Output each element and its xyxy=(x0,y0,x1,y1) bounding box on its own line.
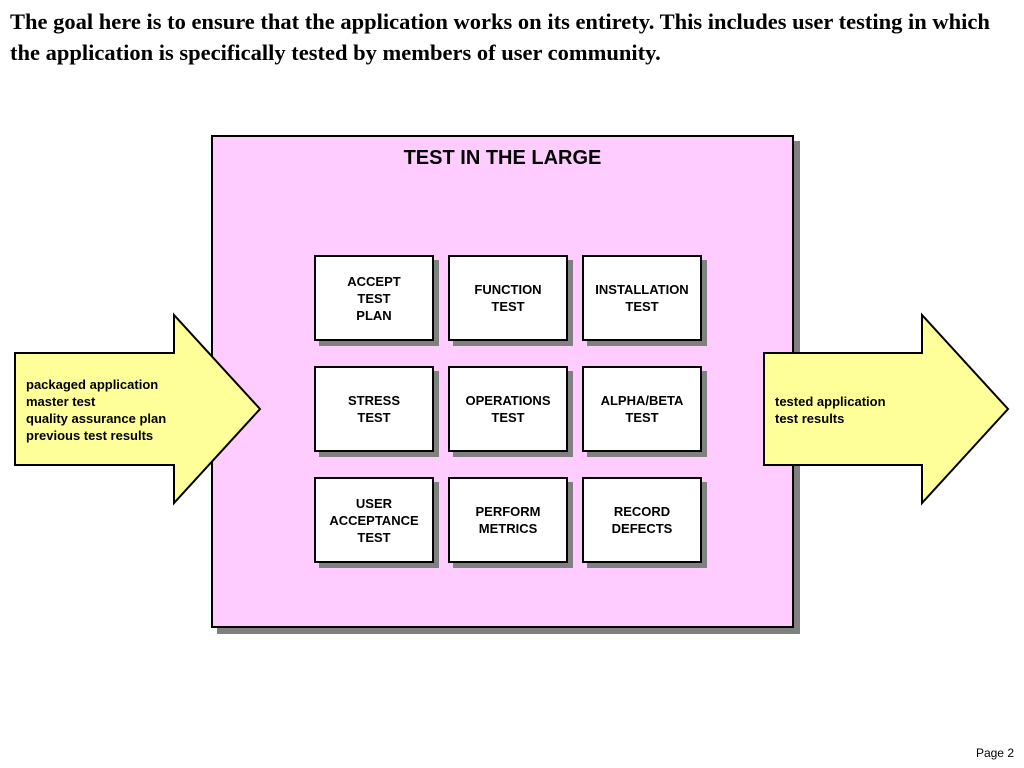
page-number: Page 2 xyxy=(975,746,1014,760)
cell-perform-metrics: PERFORM METRICS xyxy=(448,477,568,563)
cell-record-defects: RECORD DEFECTS xyxy=(582,477,702,563)
cell-operations-test: OPERATIONS TEST xyxy=(448,366,568,452)
cell-accept-test-plan: ACCEPT TEST PLAN xyxy=(314,255,434,341)
cell-installation-test: INSTALLATION TEST xyxy=(582,255,702,341)
input-arrow-text: packaged application master test quality… xyxy=(26,377,167,443)
cell-function-test: FUNCTION TEST xyxy=(448,255,568,341)
cell-stress-test: STRESS TEST xyxy=(314,366,434,452)
output-arrow-text: tested application test results xyxy=(775,394,886,426)
cell-user-acceptance-test: USER ACCEPTANCE TEST xyxy=(314,477,434,563)
cell-alpha-beta-test: ALPHA/BETA TEST xyxy=(582,366,702,452)
diagram-title: TEST IN THE LARGE xyxy=(403,147,602,169)
slide-heading: The goal here is to ensure that the appl… xyxy=(10,9,990,65)
